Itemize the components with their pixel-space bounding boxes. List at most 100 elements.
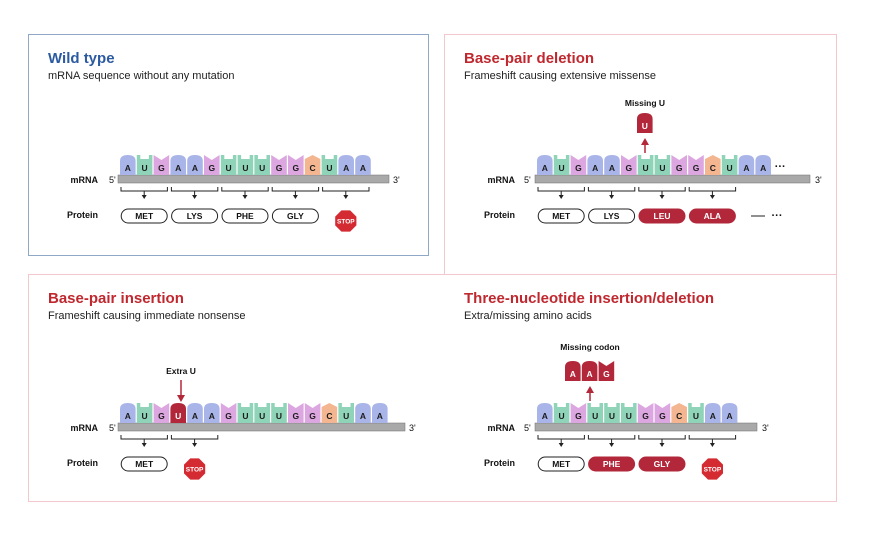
nucleotide-shape [288,155,304,175]
nucleotide-shape [721,155,738,175]
nucleotide-letter: G [309,411,316,421]
nucleotide: A [604,155,620,175]
wild-type-subtitle: mRNA sequence without any mutation [48,70,235,82]
codon-bracket [587,435,636,440]
lower-panels-frame [28,274,837,502]
arrow-head [141,443,147,447]
nucleotide-letter: A [192,411,198,421]
arrow-head [242,195,248,199]
arrow-head [558,195,564,199]
amino-acid-label: PHE [236,211,254,221]
nucleotide: U [136,155,153,175]
nucleotide-shape [755,155,771,175]
nucleotide-shape [355,403,371,423]
nucleotide-letter: G [603,369,610,379]
arrow-head [659,443,665,447]
stop-sign-icon: STOP [700,457,724,481]
amino-acid-label: PHE [603,459,621,469]
deletion-title: Base-pair deletion [464,50,595,67]
insertion-subtitle: Frameshift causing immediate nonsense [48,310,246,322]
arrow-head [709,443,715,447]
nucleotide-letter: G [208,163,215,173]
amino-acid-pill: PHE [588,456,636,472]
nucleotide-letter: C [710,163,716,173]
nucleotide: A [738,155,755,175]
nucleotide: A [587,155,603,175]
nucleotide-shape [338,403,354,423]
nucleotide: G [288,403,304,423]
stop-label: STOP [337,219,355,226]
amino-acid-pill: GLY [271,208,319,224]
nucleotide: G [220,403,237,423]
protein-label: Protein [67,210,98,220]
nucleotide-letter: A [360,163,366,173]
nucleotide: U [621,403,637,423]
nucleotide-letter: C [676,411,682,421]
arrow-head [141,195,147,199]
nucleotide-letter: A [727,411,733,421]
codon-bracket [587,187,636,192]
pill-shape [688,208,736,224]
five-prime-label: 5' [109,423,116,433]
nucleotide-shape [254,155,270,175]
nucleotide-letter: U [693,411,699,421]
nucleotide-letter: U [559,163,565,173]
nucleotide: G [570,403,587,423]
ellipsis-mrna: ··· [775,161,786,173]
arrow-head [609,195,615,199]
amino-acid-label: GLY [287,211,304,221]
nucleotide: G [153,403,170,423]
nucleotide-letter: A [587,369,593,379]
nucleotide-letter: G [575,411,582,421]
nucleotide-letter: G [676,163,683,173]
stop-octagon [183,457,207,481]
pill-shape [271,208,319,224]
amino-acid-pill: LYS [171,208,219,224]
nucleotide: U [637,155,654,175]
pill-shape [638,208,686,224]
nucleotide-letter: G [292,411,299,421]
arrow-head [609,443,615,447]
nucleotide-letter: G [659,411,666,421]
nucleotide-letter: U [609,411,615,421]
mrna-label: mRNA [487,175,515,185]
nucleotide: G [304,403,321,423]
nucleotide-letter: U [276,411,282,421]
nucleotide-letter: U [626,411,632,421]
nucleotide-shape [355,155,371,175]
nucleotide: A [705,403,721,423]
nucleotide-shape [321,403,338,423]
nucleotide-shape [553,403,570,423]
mrna-label: mRNA [70,423,98,433]
nucleotide-shape [654,403,671,423]
mrna-label: mRNA [70,175,98,185]
nucleotide: G [288,155,304,175]
stop-label: STOP [704,467,722,474]
nucleotide-shape [537,155,553,175]
nucleotide-letter: U [326,163,332,173]
codon-bracket [688,187,737,192]
nucleotide-letter: G [693,163,700,173]
nucleotide-letter: G [642,411,649,421]
codon-bracket [170,435,219,440]
nucleotide-letter: U [242,411,248,421]
nucleotide-shape [170,155,186,175]
nucleotide: C [671,403,687,423]
stop-octagon [334,209,358,233]
nucleotide: U [271,403,287,423]
nucleotide-shape [604,155,620,175]
nucleotide-letter: A [570,369,576,379]
nucleotide: A [721,403,738,423]
five-prime-label: 5' [109,175,116,185]
nucleotide-shape [688,403,704,423]
amino-acid-label: LYS [604,211,620,221]
amino-acid-pill: GLY [638,456,686,472]
arrow-head [709,195,715,199]
five-prime-label: 5' [524,175,531,185]
nucleotide: U [553,155,570,175]
wild-type-title: Wild type [48,50,115,67]
nucleotide: A [355,403,371,423]
nucleotide-letter: U [642,121,648,131]
nucleotide-shape [136,403,153,423]
